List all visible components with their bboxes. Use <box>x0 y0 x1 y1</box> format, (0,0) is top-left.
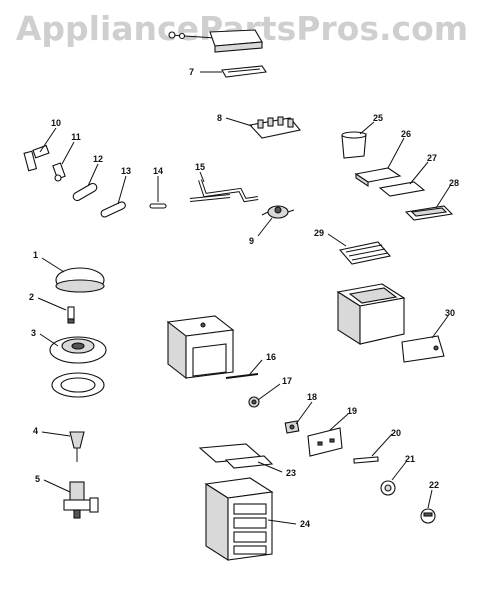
callout-2: 2 <box>29 292 34 302</box>
part-14-pin <box>149 203 167 209</box>
callout-11: 11 <box>71 132 81 142</box>
part-17-knob <box>248 396 260 408</box>
callout-8: 8 <box>217 113 222 123</box>
part-1-burner-cap <box>55 267 105 293</box>
callout-16: 16 <box>266 352 276 362</box>
part-26-tray <box>354 167 402 188</box>
callout-4: 4 <box>33 426 38 436</box>
callout-19: 19 <box>347 406 357 416</box>
part-21-knob <box>380 480 396 496</box>
callout-20: 20 <box>391 428 401 438</box>
part-15-gas-manifold <box>189 179 259 203</box>
part-12-tube <box>72 182 98 202</box>
part-burner-housing <box>166 315 235 380</box>
part-5-gas-valve <box>63 481 99 519</box>
leader-lines <box>37 71 451 525</box>
callout-30: 30 <box>445 308 455 318</box>
callout-10: 10 <box>51 118 61 128</box>
callout-1: 1 <box>33 250 38 260</box>
part-25-cup <box>341 131 367 159</box>
callout-23: 23 <box>286 468 296 478</box>
part-11-fitting <box>52 162 66 182</box>
part-8-burner-grate <box>248 116 302 139</box>
part-22-knob <box>420 508 436 524</box>
callout-labels: 7 8 9 10 11 12 13 14 15 1 2 3 4 5 16 17 … <box>29 67 459 529</box>
callout-24: 24 <box>300 519 310 529</box>
callout-18: 18 <box>307 392 317 402</box>
callout-26: 26 <box>401 129 411 139</box>
callout-22: 22 <box>429 480 439 490</box>
part-27-tray <box>378 181 426 197</box>
part-30-panel <box>401 335 445 363</box>
callout-21: 21 <box>405 454 415 464</box>
callout-12: 12 <box>93 154 103 164</box>
part-9-regulator <box>261 205 295 219</box>
part-18-switch <box>284 420 300 434</box>
callout-27: 27 <box>427 153 437 163</box>
callout-28: 28 <box>449 178 459 188</box>
callout-9: 9 <box>249 236 254 246</box>
callout-25: 25 <box>373 113 383 123</box>
part-burner-ring <box>51 372 105 398</box>
callout-3: 3 <box>31 328 36 338</box>
part-29-grill-grate <box>338 241 392 265</box>
part-top-valve-assembly <box>168 29 263 53</box>
part-24-drawer-cabinet <box>204 477 274 562</box>
part-10-elbow-fitting <box>23 144 50 172</box>
part-28-pan <box>404 205 454 221</box>
part-20-strip <box>353 456 379 464</box>
part-7-spark-module <box>221 65 267 78</box>
part-2-igniter <box>67 306 75 324</box>
callout-7: 7 <box>189 67 194 77</box>
callout-17: 17 <box>282 376 292 386</box>
callout-15: 15 <box>195 162 205 172</box>
callout-13: 13 <box>121 166 131 176</box>
part-side-burner-box <box>336 283 406 346</box>
callout-29: 29 <box>314 228 324 238</box>
callout-14: 14 <box>153 166 163 176</box>
part-4-orifice <box>69 431 85 462</box>
callout-5: 5 <box>35 474 40 484</box>
part-3-burner-base <box>49 336 107 364</box>
part-19-bracket <box>307 427 343 457</box>
part-16-rod <box>225 373 259 379</box>
part-13-tube <box>100 201 126 218</box>
part-23-bracket-frame <box>198 443 274 469</box>
